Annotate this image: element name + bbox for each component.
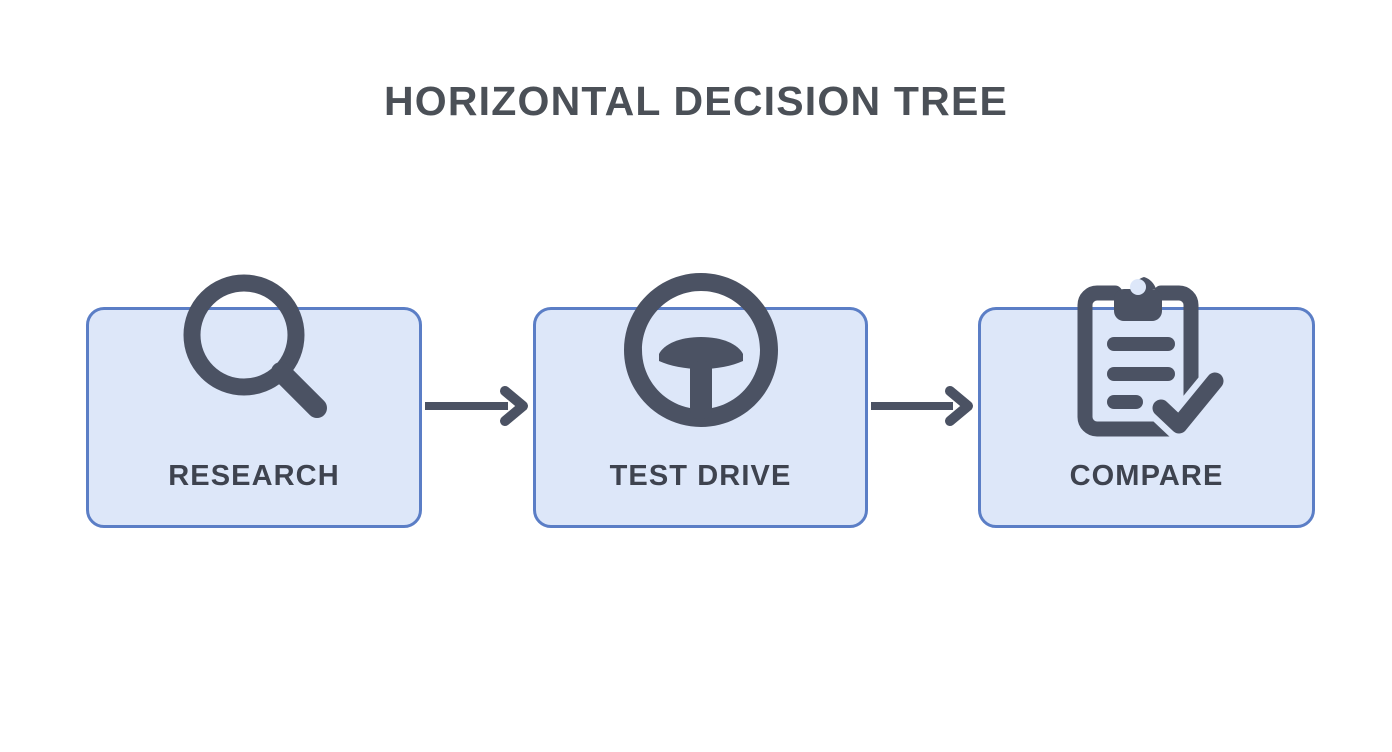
node-label-compare: COMPARE [1069, 460, 1224, 492]
steering-wheel-icon [536, 265, 865, 435]
node-card-research[interactable]: RESEARCH [86, 274, 422, 528]
arrow-right-icon-2 [868, 385, 979, 427]
clipboard-check-icon [981, 265, 1312, 445]
node-card-test-drive[interactable]: TEST DRIVE [533, 273, 868, 528]
magnifier-icon [89, 265, 419, 435]
node-label-research: RESEARCH [168, 460, 340, 492]
node-card-compare[interactable]: COMPARE [978, 277, 1315, 528]
page-title: HORIZONTAL DECISION TREE [383, 78, 1009, 124]
node-label-test-drive: TEST DRIVE [609, 460, 792, 492]
arrow-right-icon-1 [422, 385, 534, 427]
